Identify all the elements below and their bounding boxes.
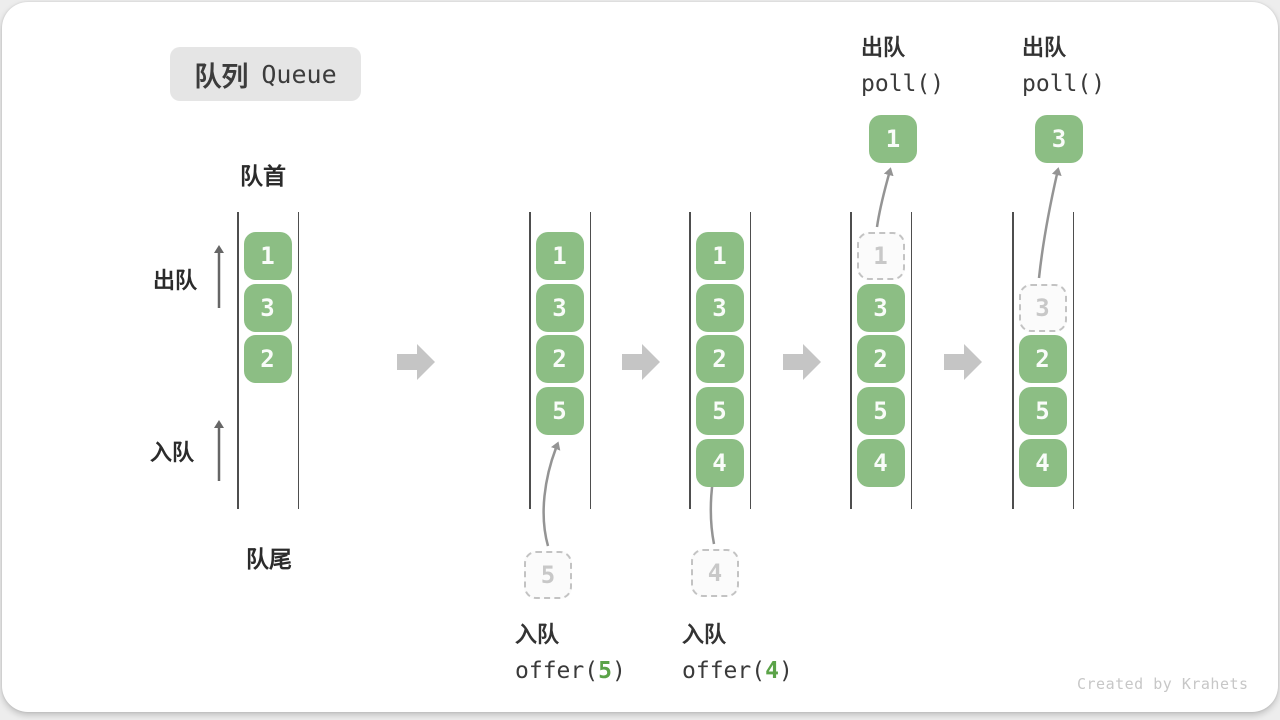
op-poll-second-code: poll(): [1022, 71, 1106, 97]
dequeue-arrow-3: [1037, 167, 1062, 279]
step-arrow-3: [783, 344, 821, 380]
op-enqueue-5: 入队 offer(5): [515, 617, 626, 684]
op-poll-first-label: 出队: [861, 35, 906, 60]
queue-4-slot-0-dashed: 1: [856, 232, 905, 280]
queue-3-slot-2: 2: [695, 335, 744, 383]
op-poll-first: 出队 poll(): [861, 30, 944, 97]
queue-4-slot-3: 5: [856, 387, 905, 435]
enqueue-value-box-5: 5: [524, 551, 572, 599]
label-enqueue-side: 入队: [150, 440, 195, 465]
op-enqueue-4-code: offer(4): [682, 658, 793, 684]
enqueue-value-box-4: 4: [691, 549, 739, 597]
queue-2-slot-1: 3: [535, 283, 584, 332]
queue-wall-left: [850, 212, 852, 509]
dequeued-value-box-1: 1: [869, 115, 917, 163]
queue-3-slot-4: 4: [695, 439, 744, 487]
label-queue-front: 队首: [240, 163, 286, 189]
queue-wall-left: [1012, 212, 1014, 509]
step-arrow-2: [622, 344, 660, 380]
dequeued-value-box-3: 3: [1035, 115, 1083, 163]
queue-wall-left: [529, 212, 531, 509]
label-queue-rear: 队尾: [246, 546, 292, 572]
op-enqueue-5-label: 入队: [515, 622, 560, 647]
queue-3-slot-0: 1: [695, 232, 744, 280]
queue-2-slot-2: 2: [535, 335, 584, 383]
dequeue-arrow-1: [875, 167, 894, 228]
queue-5-slot-4: 4: [1018, 439, 1067, 487]
title-en: Queue: [261, 59, 337, 89]
queue-1-slot-1: 3: [243, 283, 292, 332]
queue-2-slot-0: 1: [535, 232, 584, 280]
queue-wall-left: [237, 212, 239, 509]
op-enqueue-5-code: offer(5): [515, 658, 626, 684]
step-arrow-4: [944, 344, 982, 380]
queue-wall-right: [297, 212, 299, 509]
queue-5-slot-1-dashed: 3: [1018, 283, 1067, 332]
op-poll-first-code: poll(): [861, 71, 945, 97]
title-zh: 队列: [194, 61, 249, 92]
queue-1-slot-0: 1: [243, 232, 292, 280]
queue-3-slot-3: 5: [695, 387, 744, 435]
queue-wall-right: [749, 212, 751, 509]
queue-5-slot-3: 5: [1018, 387, 1067, 435]
queue-4-slot-4: 4: [856, 439, 905, 487]
queue-1-slot-2: 2: [243, 335, 292, 383]
queue-wall-right: [589, 212, 591, 509]
op-enqueue-4: 入队 offer(4): [682, 617, 793, 684]
code-suffix: ): [611, 658, 626, 684]
op-enqueue-4-label: 入队: [682, 622, 727, 647]
title-badge: 队列 Queue: [170, 47, 361, 101]
queue-4-slot-1: 3: [856, 283, 905, 332]
queue-wall-left: [689, 212, 691, 509]
queue-5-slot-2: 2: [1018, 335, 1067, 383]
label-dequeue-side: 出队: [153, 268, 198, 293]
queue-wall-right: [910, 212, 912, 509]
watermark: Created by Krahets: [1077, 675, 1249, 693]
code-prefix: offer(: [515, 658, 599, 684]
code-prefix: offer(: [682, 658, 766, 684]
queue-4-slot-2: 2: [856, 335, 905, 383]
op-poll-second-label: 出队: [1022, 35, 1067, 60]
code-arg: 5: [598, 658, 612, 684]
op-poll-second: 出队 poll(): [1022, 30, 1105, 97]
queue-wall-right: [1072, 212, 1074, 509]
step-arrow-1: [397, 344, 435, 380]
code-suffix: ): [778, 658, 793, 684]
queue-2-slot-3: 5: [535, 387, 584, 435]
enqueue-arrow-5: [542, 441, 561, 547]
code-arg: 4: [765, 658, 779, 684]
queue-3-slot-1: 3: [695, 283, 744, 332]
